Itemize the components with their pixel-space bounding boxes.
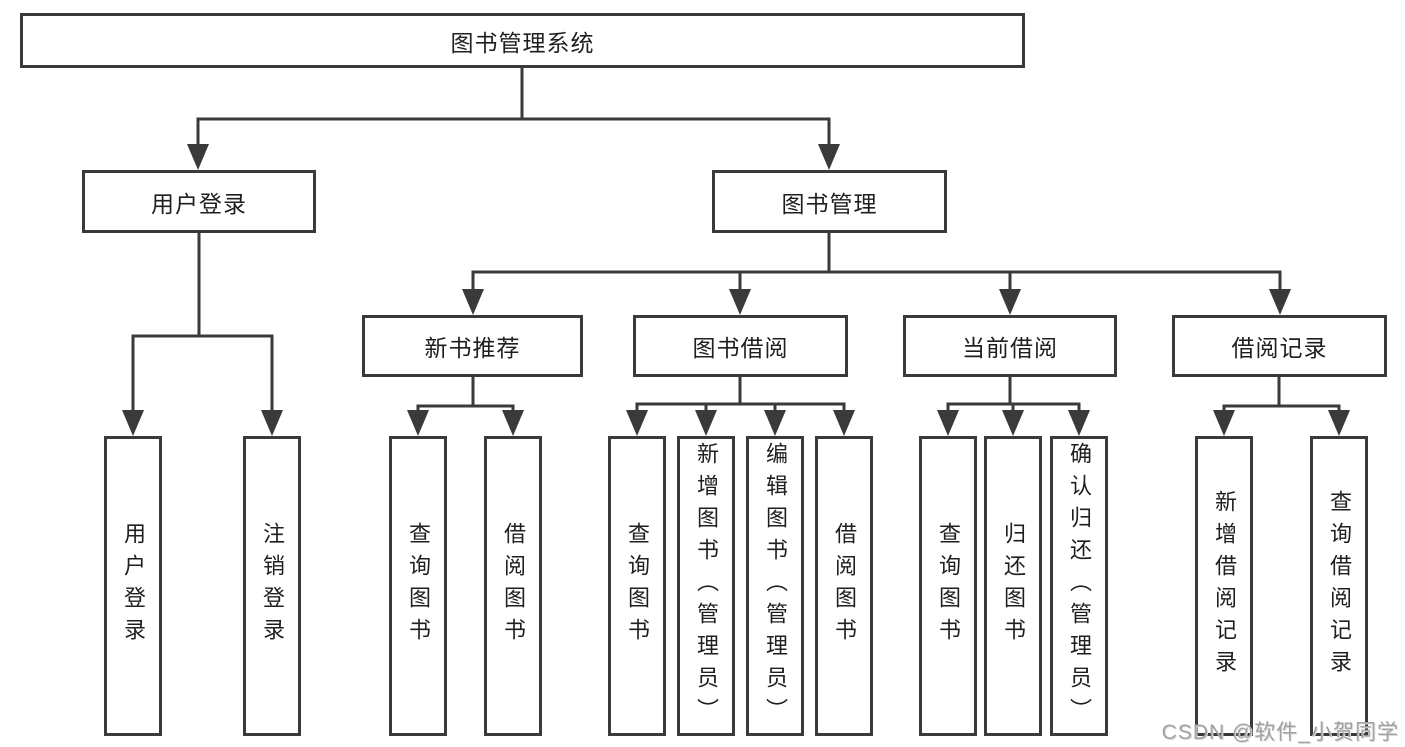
leaf-confirm-return-admin: 确认归还（管理员） — [1050, 436, 1108, 736]
node-book-borrow: 图书借阅 — [633, 315, 848, 377]
leaf-confirm-return-admin-label: 确认归还（管理员） — [1067, 442, 1092, 730]
node-borrow-records-label: 借阅记录 — [1231, 335, 1328, 361]
leaf-return-books: 归还图书 — [984, 436, 1042, 736]
node-new-book-recommend: 新书推荐 — [362, 315, 583, 377]
leaf-borrow-books-1-label: 借阅图书 — [501, 522, 526, 650]
node-new-book-recommend-label: 新书推荐 — [424, 335, 521, 361]
leaf-user-login-label: 用户登录 — [121, 522, 146, 650]
leaf-logout-login: 注销登录 — [243, 436, 301, 736]
node-book-management-label: 图书管理 — [781, 190, 878, 217]
leaf-query-borrow-record: 查询借阅记录 — [1310, 436, 1368, 736]
leaf-add-book-admin-label: 新增图书（管理员） — [694, 442, 719, 730]
node-book-management: 图书管理 — [712, 170, 947, 233]
leaf-edit-book-admin-label: 编辑图书（管理员） — [763, 442, 788, 730]
leaf-user-login: 用户登录 — [104, 436, 162, 736]
node-user-login: 用户登录 — [82, 170, 316, 233]
leaf-query-books-2: 查询图书 — [608, 436, 666, 736]
leaf-add-borrow-record: 新增借阅记录 — [1195, 436, 1253, 736]
leaf-borrow-books-1: 借阅图书 — [484, 436, 542, 736]
node-book-borrow-label: 图书借阅 — [692, 335, 789, 361]
node-current-borrow: 当前借阅 — [903, 315, 1117, 377]
leaf-query-books-2-label: 查询图书 — [625, 522, 650, 650]
leaf-borrow-books-2-label: 借阅图书 — [832, 522, 857, 650]
leaf-query-books-3-label: 查询图书 — [936, 522, 961, 650]
leaf-borrow-books-2: 借阅图书 — [815, 436, 873, 736]
leaf-query-books-1-label: 查询图书 — [406, 522, 431, 650]
leaf-query-books-3: 查询图书 — [919, 436, 977, 736]
leaf-logout-login-label: 注销登录 — [260, 522, 285, 650]
node-root-label: 图书管理系统 — [450, 29, 595, 56]
node-root: 图书管理系统 — [20, 13, 1025, 68]
leaf-add-borrow-record-label: 新增借阅记录 — [1212, 490, 1237, 682]
node-borrow-records: 借阅记录 — [1172, 315, 1387, 377]
leaf-add-book-admin: 新增图书（管理员） — [677, 436, 735, 736]
leaf-query-books-1: 查询图书 — [389, 436, 447, 736]
leaf-edit-book-admin: 编辑图书（管理员） — [746, 436, 804, 736]
leaf-return-books-label: 归还图书 — [1001, 522, 1026, 650]
leaf-query-borrow-record-label: 查询借阅记录 — [1327, 490, 1352, 682]
node-current-borrow-label: 当前借阅 — [962, 335, 1058, 361]
csdn-watermark: CSDN @软件_小贺同学 — [1161, 721, 1399, 744]
node-user-login-label: 用户登录 — [151, 190, 247, 217]
